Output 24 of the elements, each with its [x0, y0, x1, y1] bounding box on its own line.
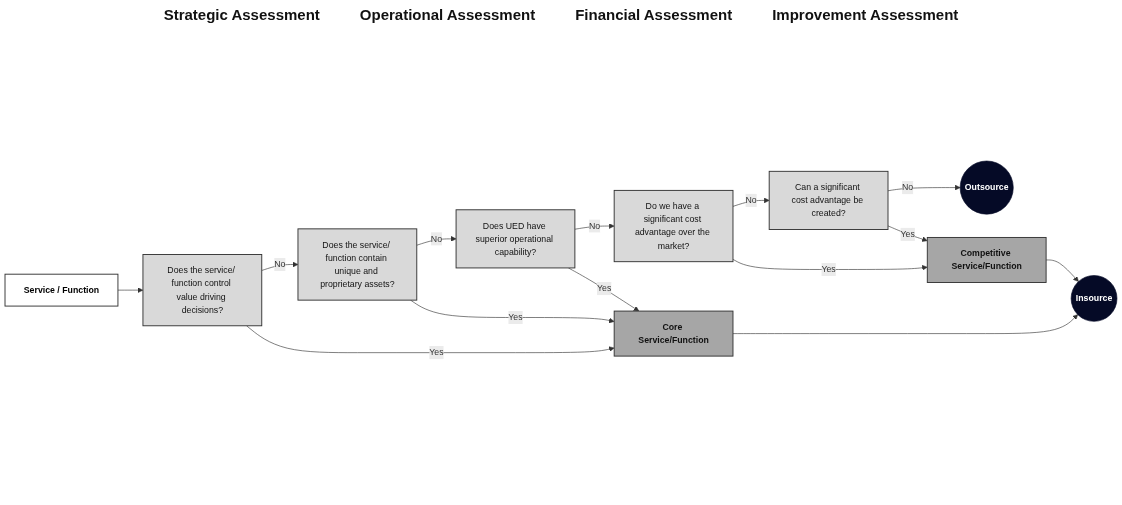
- node-circle: Insource: [1070, 275, 1118, 322]
- node-box: Does UED have superior operational capability?: [455, 209, 576, 269]
- stage-heading: Financial Assessment: [575, 6, 733, 23]
- edge-label: No: [588, 220, 601, 231]
- node-box: Competitive Service/Function: [926, 236, 1047, 283]
- node-box: Does the service/ function contain unique and proprietary assets?: [297, 228, 418, 301]
- edge-label: Yes: [900, 228, 915, 239]
- node-box: Core Service/Function: [613, 310, 734, 357]
- stage-heading: Improvement Assessment: [772, 6, 959, 23]
- edge-label: No: [745, 194, 757, 205]
- stage-heading: Operational Assessment: [359, 6, 536, 23]
- edge-label: Yes: [429, 347, 444, 358]
- edge-label: No: [430, 233, 443, 244]
- node-box: Does the service/ function control value driving decisions?: [142, 253, 263, 327]
- node-box: Service / Function: [4, 273, 119, 307]
- node-box: Do we have a significant cost advantage over the market?: [613, 189, 734, 263]
- edge-label: Yes: [508, 312, 523, 323]
- edge-label: Yes: [821, 264, 836, 275]
- edge-label: No: [274, 259, 286, 270]
- edge-label: Yes: [597, 283, 612, 294]
- stage-heading: Strategic Assessment: [163, 6, 320, 23]
- node-box: Can a significant cost advantage be created?: [768, 170, 889, 230]
- node-circle: Outsource: [959, 160, 1014, 215]
- edge-label: No: [902, 182, 914, 193]
